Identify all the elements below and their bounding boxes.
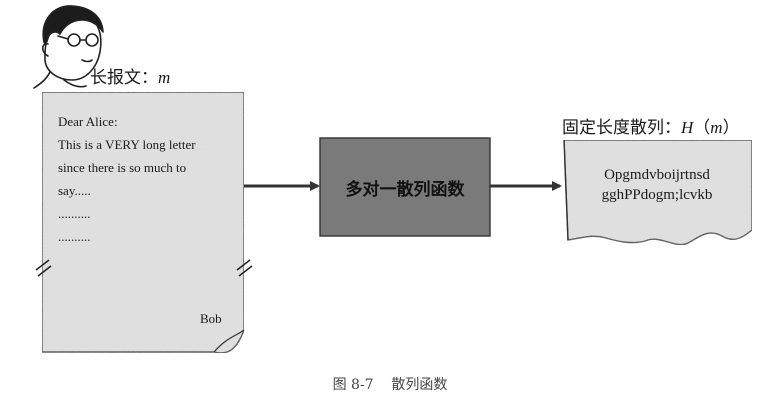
person-with-glasses-icon: [33, 5, 104, 89]
hash-function-box: [319, 137, 491, 237]
letter-line: ..........: [58, 229, 91, 244]
hash-line: Opgmdvboijrtnsd: [604, 167, 710, 183]
letter-line: since there is so much to: [58, 160, 187, 175]
letter-signature: Bob: [200, 311, 222, 326]
letter-line: Dear Alice:: [58, 114, 118, 129]
figure-caption: 图 8-7 散列函数: [332, 377, 448, 393]
letter-line: ..........: [58, 206, 91, 221]
letter-line: say.....: [58, 183, 91, 198]
hash-value: Opgmdvboijrtnsd gghPPdogm;lcvkb: [572, 165, 742, 205]
letter-document: [35, 91, 253, 354]
hash-function-label: 多对一散列函数: [345, 179, 465, 200]
hash-document: [563, 139, 753, 246]
hash-line: gghPPdogm;lcvkb: [601, 187, 713, 203]
fixed-length-hash-label: 固定长度散列：H（m）: [562, 118, 740, 138]
letter-body: Dear Alice: This is a VERY long letter s…: [58, 110, 196, 248]
letter-line: This is a VERY long letter: [58, 137, 196, 152]
input-message-label: 长报文：m: [90, 68, 171, 88]
